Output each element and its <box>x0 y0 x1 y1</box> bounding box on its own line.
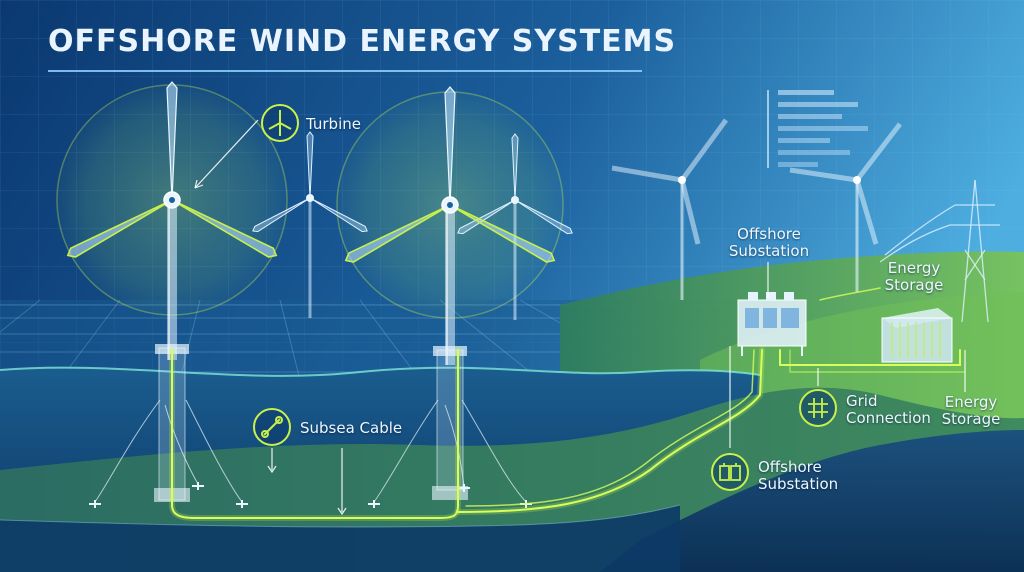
battery-icon <box>711 453 749 491</box>
page-title: OFFSHORE WIND ENERGY SYSTEMS <box>48 24 677 59</box>
label-energy-storage-top: Energy Storage <box>884 259 944 294</box>
offshore-substation <box>737 292 807 356</box>
background-turbine <box>789 122 902 292</box>
label-offshore-substation-top: Offshore Substation <box>728 225 810 260</box>
label-energy-storage-bottom: Energy Storage <box>941 393 1001 428</box>
mooring-lines <box>94 399 527 503</box>
label-grid-connection: Grid Connection <box>846 392 931 427</box>
grid-connection-icon <box>799 389 837 427</box>
transmission-tower <box>879 179 1000 323</box>
cable-icon <box>253 408 291 446</box>
leader-lines <box>194 119 966 516</box>
label-subsea-cable: Subsea Cable <box>300 419 403 437</box>
label-turbine: Turbine <box>306 115 361 133</box>
wind-turbine-icon <box>261 104 299 142</box>
background-turbine <box>611 118 729 300</box>
label-offshore-substation-bottom: Offshore Substation <box>758 458 839 493</box>
title-underline <box>48 70 642 72</box>
subsea-cable <box>169 287 966 521</box>
energy-storage-container <box>881 308 953 363</box>
data-readout-panel <box>767 90 868 168</box>
